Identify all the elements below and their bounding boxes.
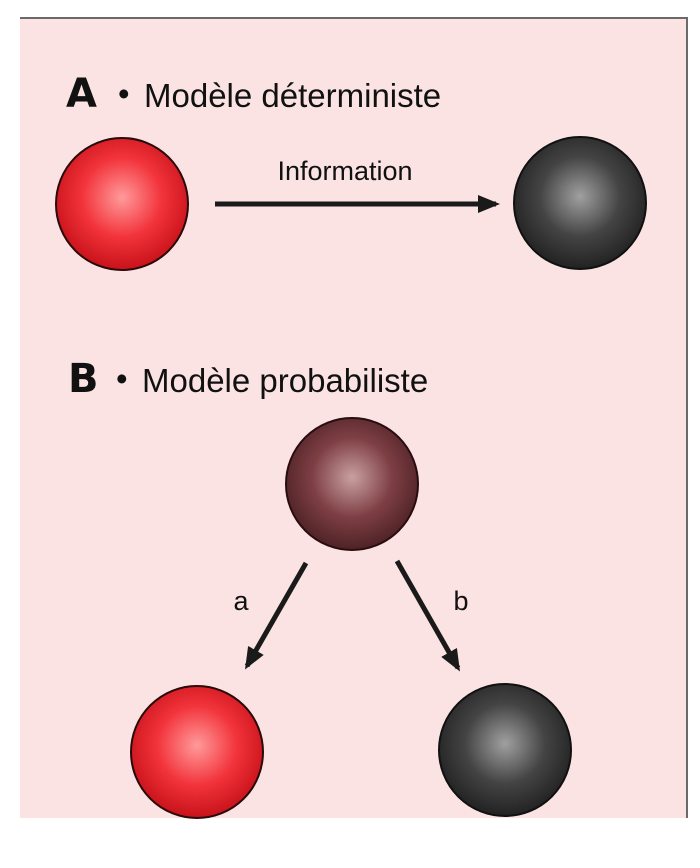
branch-b-label: b (453, 586, 468, 616)
branch-a-arrow (244, 561, 309, 670)
information-label: Information (277, 156, 412, 186)
outcome-a-red-ball (130, 685, 264, 819)
section-a-bullet: • (118, 75, 130, 112)
deterministic-source-red-ball (55, 137, 189, 271)
outcome-b-dark-ball (438, 683, 572, 817)
branch-b-arrow (394, 559, 461, 672)
section-b-title: Modèle probabiliste (142, 362, 428, 399)
section-b-letter: B (68, 356, 99, 402)
section-a-title: Modèle déterministe (144, 77, 441, 114)
branch-a-label: a (233, 586, 249, 616)
deterministic-target-dark-ball (513, 136, 647, 270)
section-a-letter: A (66, 71, 97, 117)
section-b-bullet: • (116, 360, 128, 397)
section-a-heading: A • Modèle déterministe (66, 71, 441, 117)
section-b-heading: B • Modèle probabiliste (68, 356, 428, 402)
probabilistic-source-ball (285, 417, 419, 551)
